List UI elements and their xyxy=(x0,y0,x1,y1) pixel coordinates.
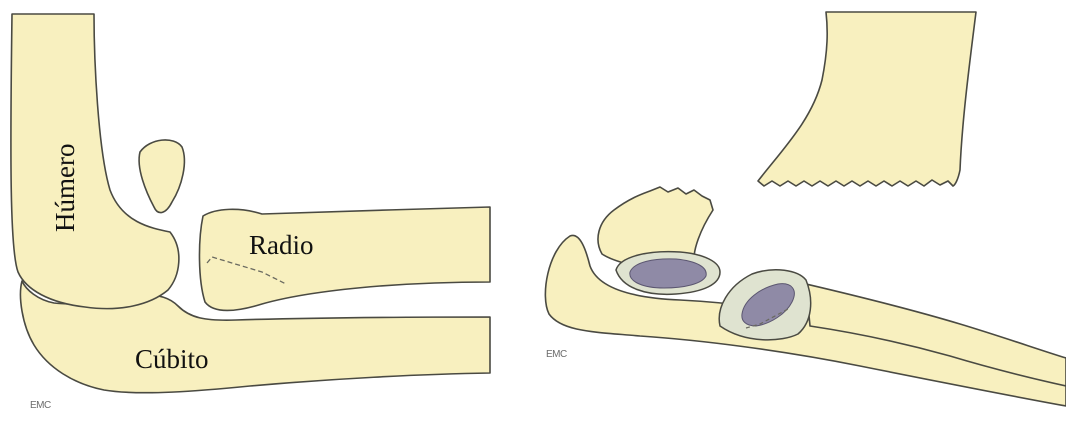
humerus-marrow xyxy=(630,259,706,288)
humerus-shaft-fragment xyxy=(758,12,976,186)
radius-bone xyxy=(199,207,490,311)
logo-left: EMC xyxy=(30,400,51,411)
left-panel-normal-elbow xyxy=(11,14,490,393)
humerus-label: Húmero xyxy=(50,144,81,232)
radius-label: Radio xyxy=(249,230,314,261)
bone-fragment xyxy=(139,140,184,213)
ulna-label: Cúbito xyxy=(135,344,209,375)
right-panel-fractured-elbow xyxy=(545,12,1066,406)
logo-right: EMC xyxy=(546,349,567,360)
